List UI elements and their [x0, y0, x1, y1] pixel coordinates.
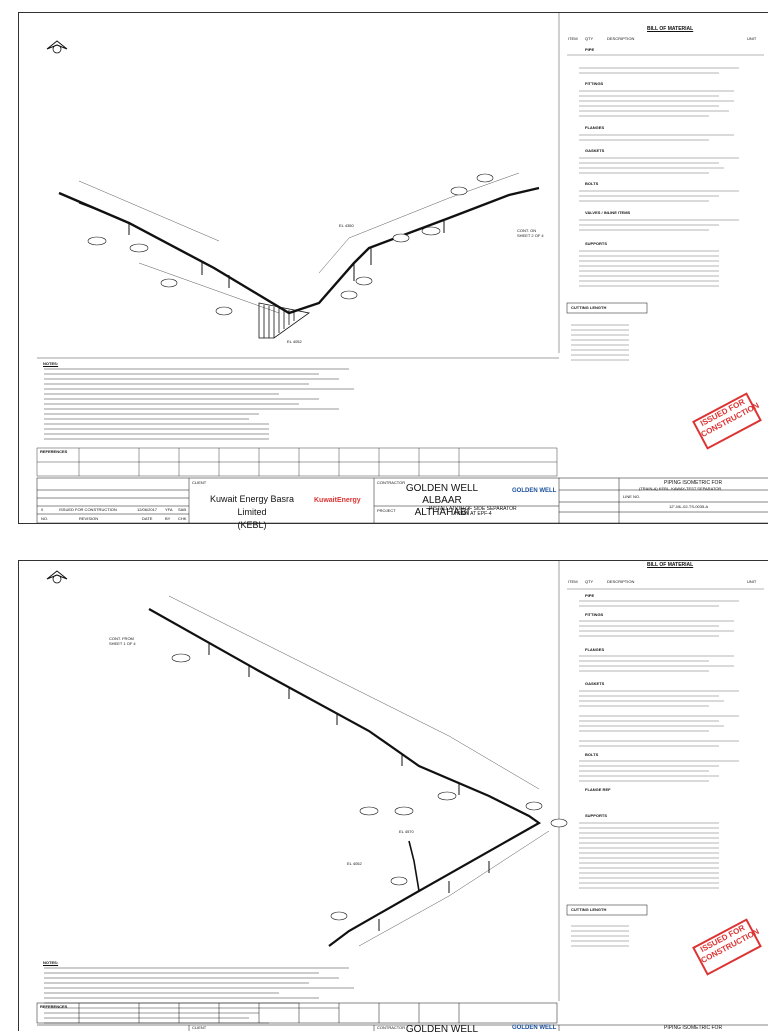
kuwait-energy-logo: KuwaitEnergy: [314, 497, 361, 504]
bom-title: BILL OF MATERIAL: [647, 562, 694, 568]
contractor-name-line: GOLDEN WELL: [405, 483, 479, 494]
bom-header-unit: UNIT: [747, 36, 757, 41]
bom-title: BILL OF MATERIAL: [647, 26, 694, 32]
client-name-line: (KEBL): [237, 520, 267, 530]
bom-header-unit: UNIT: [747, 579, 757, 584]
contractor-name-line: GOLDEN WELL: [405, 1024, 479, 1035]
references-label: REFERENCES: [40, 449, 68, 454]
continuation-label: CONT. ON SHEET 2 OF 4: [517, 228, 544, 238]
bom-section-fittings: FITTINGS: [585, 612, 604, 617]
notes-title: NOTES:: [43, 960, 59, 965]
bom-header-item: ITEM: [568, 36, 578, 41]
client-name-line: Kuwait Energy Basra Limited: [209, 494, 295, 517]
revision-header-rev: REVISION: [79, 516, 99, 521]
contractor-name: GOLDEN WELL: [397, 1024, 487, 1036]
bom-section-pipe: PIPE: [585, 47, 595, 52]
project-label: PROJECT: [377, 508, 396, 513]
north-arrow-icon: [46, 570, 68, 584]
project-title: INSTALLATION OF SIDE SEPARATOR TRAIN AT …: [429, 507, 517, 517]
golden-well-logo: GOLDEN WELL: [512, 1025, 557, 1031]
line-number: 12"-ML-02-TS-0035-A: [669, 504, 709, 509]
bom-section-gaskets: GASKETS: [585, 681, 605, 686]
drawing-sheet-2: BILL OF MATERIAL ITEM QTY DESCRIPTION UN…: [18, 560, 768, 1035]
bom-header-desc: DESCRIPTION: [607, 36, 635, 41]
hatched-slab: [258, 302, 310, 339]
client-name: Kuwait Energy Basra Limited (KEBL): [197, 493, 307, 532]
revision-header-by: BY: [165, 516, 171, 521]
elevation-label: EL 4350: [339, 223, 354, 228]
contractor-name-line: ALBAAR ALTHAHABI: [414, 495, 470, 518]
bom-section-flanges: FLANGES: [585, 125, 605, 130]
line-label: LINE NO.: [623, 494, 641, 499]
bom-header-qty: QTY: [585, 36, 594, 41]
client-label: CLIENT: [192, 1025, 207, 1030]
elevation-label: EL 4570: [399, 829, 414, 834]
references-label: REFERENCES: [40, 1004, 68, 1009]
pipe-run: [58, 186, 540, 315]
client-label: CLIENT: [192, 480, 207, 485]
isometric-drawing-2: [36, 561, 768, 1031]
revision-description: ISSUED FOR CONSTRUCTION: [59, 507, 117, 512]
bom-section-flange-ref: FLANGE REF: [585, 787, 611, 792]
bom-section-bolts: BOLTS: [585, 752, 599, 757]
bom-section-fittings: FITTINGS: [585, 81, 604, 86]
revision-date: 12/06/2017: [137, 507, 158, 512]
continuation-label: CONT. FROM SHEET 1 OF 4: [109, 636, 136, 646]
bom-section-supports: SUPPORTS: [585, 241, 608, 246]
bom-section-gaskets: GASKETS: [585, 148, 605, 153]
bom-section-supports: SUPPORTS: [585, 813, 608, 818]
isometric-drawing-1: [36, 13, 768, 523]
contractor-name: GOLDEN WELL ALBAAR ALTHAHABI: [397, 483, 487, 519]
drawing-title: PIPING ISOMETRIC FOR: [664, 480, 723, 486]
revision-header-date: DATE: [142, 516, 153, 521]
revision-by: YFA: [165, 507, 173, 512]
golden-well-logo: GOLDEN WELL: [512, 488, 557, 494]
bom-section-bolts: BOLTS: [585, 181, 599, 186]
drawing-sheet-1: BILL OF MATERIAL ITEM QTY DESCRIPTION UN…: [18, 12, 768, 530]
cutting-length-title: CUTTING LENGTH: [571, 907, 607, 912]
project-title-line: INSTALLATION OF SIDE SEPARATOR: [429, 506, 517, 512]
bom-section-flanges: FLANGES: [585, 647, 605, 652]
drawing-title: PIPING ISOMETRIC FOR: [664, 1025, 723, 1031]
notes-title: NOTES:: [43, 361, 59, 366]
elevation-label: EL 4052: [347, 861, 362, 866]
drawing-subtitle: (TRAIN-A) KEBL, KAWAY-TEST SEPARATOR: [639, 486, 722, 491]
pipe-run: [148, 608, 542, 947]
bom-section-pipe: PIPE: [585, 593, 595, 598]
elevation-label: EL 4052: [287, 339, 302, 344]
revision-header-no: NO.: [41, 516, 49, 521]
bom-header-item: ITEM: [568, 579, 578, 584]
revision-number: 0: [41, 507, 44, 512]
revision-header-chk: CHK: [178, 516, 187, 521]
revision-chk: SAB: [178, 507, 187, 512]
contractor-label: CONTRACTOR: [377, 480, 406, 485]
bom-header-qty: QTY: [585, 579, 594, 584]
bom-header-desc: DESCRIPTION: [607, 579, 635, 584]
north-arrow-icon: [46, 40, 68, 54]
bom-section-valves: VALVES / INLINE ITEMS: [585, 210, 631, 215]
project-title-line: TRAIN AT EPF-4: [454, 511, 492, 517]
cutting-length-title: CUTTING LENGTH: [571, 305, 607, 310]
